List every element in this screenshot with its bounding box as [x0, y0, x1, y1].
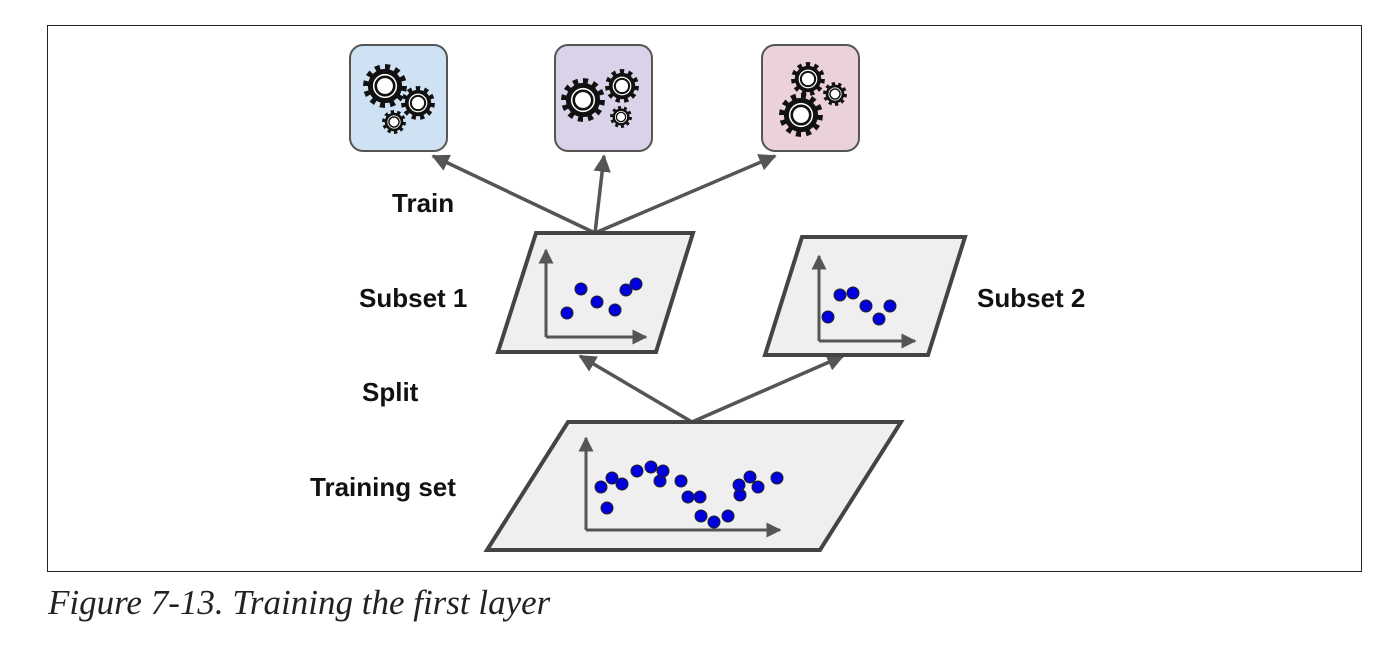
- training-set-point: [681, 490, 695, 504]
- split-label: Split: [362, 377, 419, 407]
- training-set-point: [600, 501, 614, 515]
- subset-1-point: [574, 282, 588, 296]
- split-arrow-2: [691, 354, 845, 424]
- subset-1-plane: [495, 231, 696, 354]
- figure-caption: Figure 7-13. Training the first layer: [48, 583, 551, 622]
- training-set-point: [644, 460, 658, 474]
- training-set-point: [743, 470, 757, 484]
- subset-1-point: [629, 277, 643, 291]
- predictor-box-3: [761, 44, 860, 152]
- subset-2-point: [859, 299, 873, 313]
- training-set-point: [721, 509, 735, 523]
- split-arrow-1: [578, 354, 693, 424]
- subset-2-point: [883, 299, 897, 313]
- training-set-point: [656, 464, 670, 478]
- subset-2-point: [833, 288, 847, 302]
- train-arrow-2: [593, 154, 611, 234]
- subset-1-point: [608, 303, 622, 317]
- gear-icon: [401, 86, 435, 120]
- training-set-point: [594, 480, 608, 494]
- subset-2-plane: [762, 235, 968, 357]
- subset-1-point: [560, 306, 574, 320]
- gear-icon: [791, 62, 825, 96]
- training-set-axes: [578, 436, 782, 538]
- training-set-point: [630, 464, 644, 478]
- gears-icon: [779, 62, 847, 137]
- train-arrow-3: [594, 154, 777, 235]
- gear-icon: [823, 82, 847, 106]
- training-set-point: [674, 474, 688, 488]
- training-set-point: [694, 509, 708, 523]
- training-set-plane: [483, 420, 905, 552]
- subset-2-point: [821, 310, 835, 324]
- training-set-point: [751, 480, 765, 494]
- train-arrow-1: [431, 154, 596, 235]
- subset-2-label: Subset 2: [977, 283, 1085, 313]
- gears-icon: [363, 64, 435, 134]
- gear-icon: [561, 78, 605, 122]
- training-set-point: [605, 471, 619, 485]
- gear-icon: [382, 110, 406, 134]
- gear-icon: [605, 69, 639, 103]
- predictor-box-2: [554, 44, 653, 152]
- training-set-point: [770, 471, 784, 485]
- gears-icon: [561, 69, 639, 128]
- gear-icon: [363, 64, 407, 108]
- subset-2-axes: [811, 254, 917, 349]
- subset-1-point: [590, 295, 604, 309]
- train-label: Train: [392, 188, 454, 218]
- gear-icon: [779, 93, 823, 137]
- training-set-point: [693, 490, 707, 504]
- gear-icon: [610, 106, 632, 128]
- subset-2-point: [846, 286, 860, 300]
- training-set-label: Training set: [310, 472, 456, 502]
- training-set-point: [615, 477, 629, 491]
- subset-2-point: [872, 312, 886, 326]
- predictor-box-1: [349, 44, 448, 152]
- subset-1-axes: [538, 248, 648, 345]
- training-set-point: [732, 478, 746, 492]
- subset-1-label: Subset 1: [359, 283, 467, 313]
- training-set-point: [707, 515, 721, 529]
- subset-1-point: [619, 283, 633, 297]
